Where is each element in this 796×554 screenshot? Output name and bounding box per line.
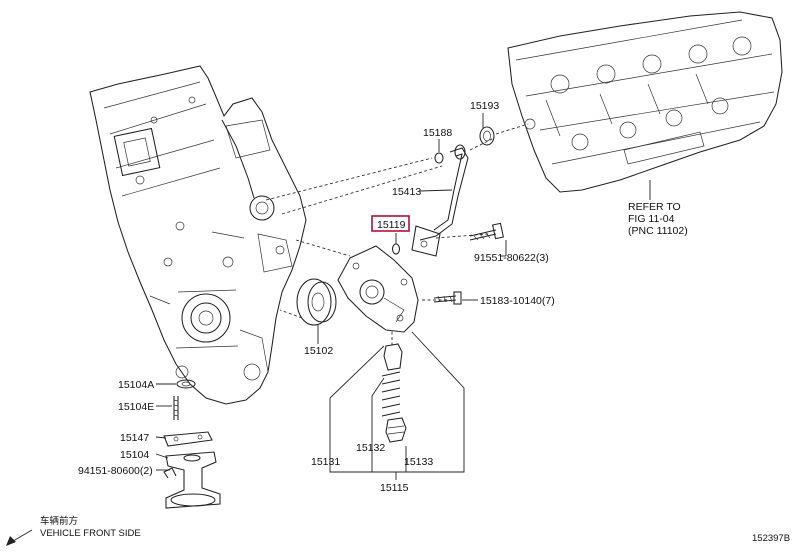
- assembly-lines: [265, 123, 529, 346]
- front-label-cn: 车辆前方: [40, 515, 78, 527]
- label-94151-80600: 94151-80600(2): [78, 465, 153, 477]
- refer-line-2: FIG 11-04: [628, 213, 675, 225]
- label-15413: 15413: [392, 186, 421, 198]
- label-15132: 15132: [356, 442, 385, 454]
- refer-line-1: REFER TO: [628, 201, 681, 213]
- oil-strainer-parts: [163, 379, 221, 509]
- front-arrow-icon: [6, 529, 33, 546]
- label-15183-10140: 15183-10140(7): [480, 295, 555, 307]
- label-15133: 15133: [404, 456, 433, 468]
- figure-id: 152397B: [752, 533, 790, 544]
- leader-lines: [155, 113, 651, 471]
- label-15104E: 15104E: [118, 401, 154, 413]
- label-15147: 15147: [120, 432, 149, 444]
- label-91551-80622: 91551-80622(3): [474, 252, 549, 264]
- label-15188: 15188: [423, 127, 452, 139]
- label-15131: 15131: [311, 456, 340, 468]
- label-15104: 15104: [120, 449, 149, 461]
- refer-line-3: (PNC 11102): [628, 225, 688, 237]
- timing-cover-drawing: [89, 65, 307, 405]
- highlight-box-15119: [371, 215, 410, 232]
- label-15193: 15193: [470, 100, 499, 112]
- front-label-en: VEHICLE FRONT SIDE: [40, 528, 141, 539]
- oil-pump-parts: [296, 126, 504, 480]
- label-15119[interactable]: 15119: [377, 219, 406, 231]
- label-15115: 15115: [380, 482, 409, 494]
- label-15102: 15102: [304, 345, 333, 357]
- label-15104A: 15104A: [118, 379, 154, 391]
- cylinder-head-drawing: [507, 11, 783, 193]
